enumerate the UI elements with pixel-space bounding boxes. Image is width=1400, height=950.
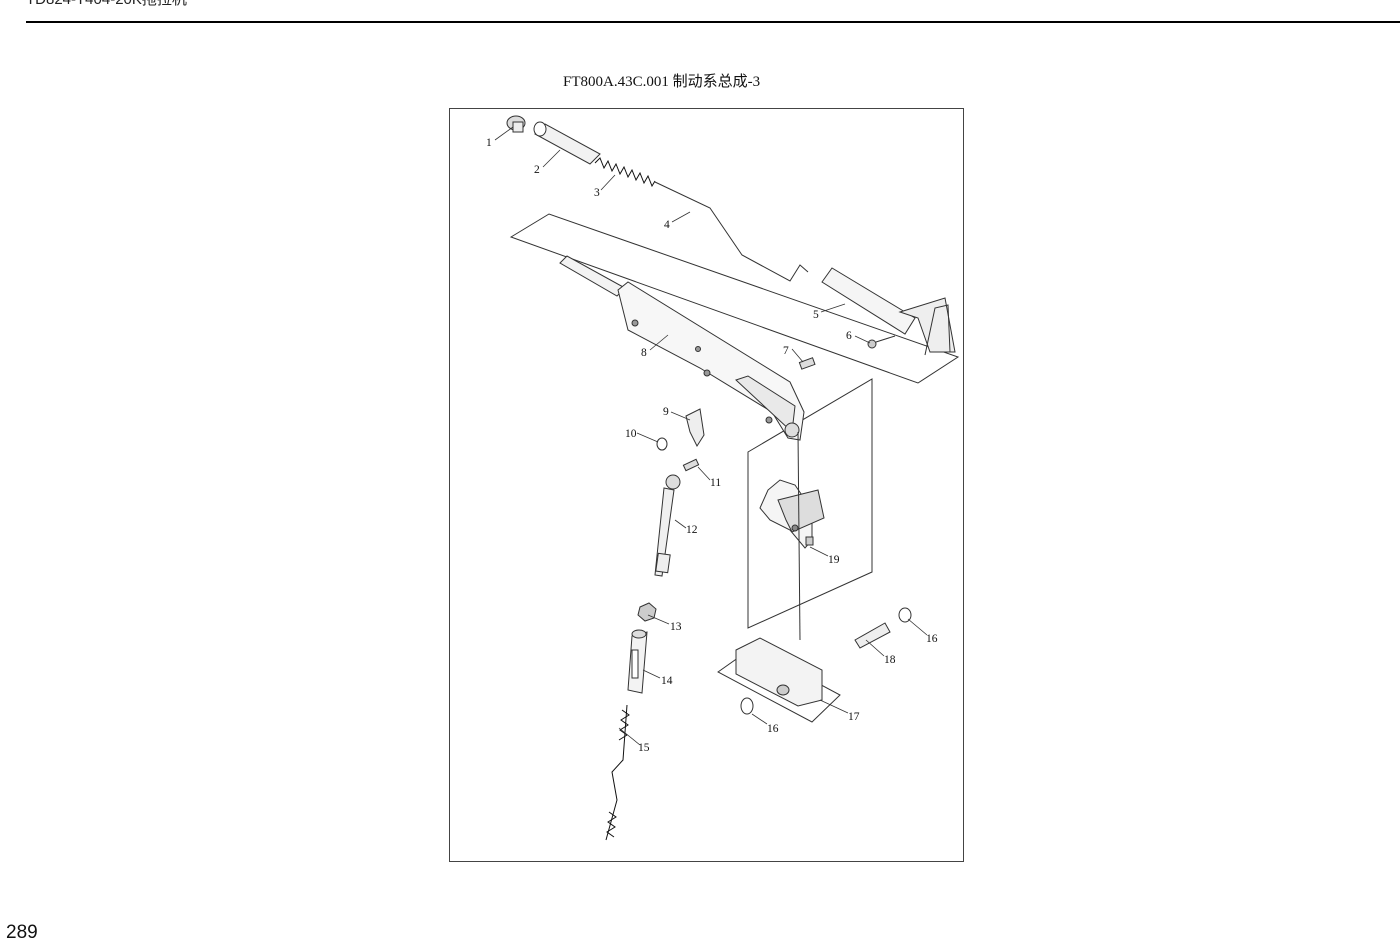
callout-13: 13 (670, 621, 682, 633)
lower-plane-link (797, 431, 801, 641)
part-4-rod (654, 181, 809, 282)
callout-5: 5 (813, 309, 819, 321)
callout-2: 2 (534, 164, 540, 176)
callout-11: 11 (710, 477, 721, 489)
part-11-pin (682, 458, 700, 472)
part-18-pin (854, 622, 891, 649)
part-5-handle-grip (821, 267, 956, 356)
figure-title: FT800A.43C.001 制动系总成-3 (563, 74, 761, 90)
upper-plane (509, 213, 960, 384)
callout-18: 18 (884, 654, 896, 666)
part-8-lever-arm (559, 255, 805, 441)
running-header: TD824-T404-20K拖拉机 (26, 0, 187, 9)
callout-19: 19 (828, 554, 840, 566)
callout-16-upper: 16 (926, 633, 938, 645)
callout-7: 7 (783, 345, 789, 357)
callout-16-lower: 16 (767, 723, 779, 735)
part-9-pawl (685, 408, 705, 448)
part-19-ratchet (759, 479, 825, 549)
leader-lines (494, 126, 928, 746)
part-3-spring (594, 157, 656, 188)
callout-15: 15 (638, 742, 650, 754)
callout-3: 3 (594, 187, 600, 199)
part-10-ring (656, 437, 668, 451)
part-13-nut (637, 602, 657, 622)
callout-labels: 1 2 3 4 5 6 7 8 9 10 11 12 13 14 15 16 1… (486, 137, 938, 754)
callout-6: 6 (846, 330, 852, 342)
callout-8: 8 (641, 347, 647, 359)
part-12-rod (654, 474, 681, 577)
page-number: 289 (6, 922, 38, 943)
callout-17: 17 (848, 711, 860, 723)
part-15-threaded-rod (605, 704, 630, 841)
callout-14: 14 (661, 675, 673, 687)
part-17-bracket (717, 637, 841, 723)
callout-12: 12 (686, 524, 698, 536)
part-7-pin (798, 357, 816, 370)
callout-4: 4 (664, 219, 670, 231)
part-14-clevis (627, 629, 648, 694)
callout-1: 1 (486, 137, 492, 149)
callout-9: 9 (663, 406, 669, 418)
header-rule (26, 21, 1400, 23)
figure-frame (449, 108, 964, 862)
part-6-screw (867, 335, 896, 349)
part-16-ring-lower (740, 697, 754, 715)
callout-10: 10 (625, 428, 637, 440)
part-2-sleeve (533, 121, 601, 165)
part-16-ring-upper (898, 607, 912, 623)
lower-plane (747, 378, 873, 629)
